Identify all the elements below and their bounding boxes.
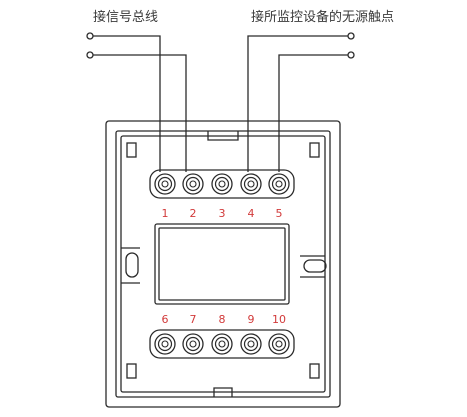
monitored-contact-label: 接所监控设备的无源触点 (251, 10, 395, 25)
terminal-number: 9 (248, 313, 255, 326)
mount-slot-right (303, 259, 327, 273)
terminal-number: 4 (248, 207, 255, 220)
terminal-screw-ring (185, 336, 201, 352)
terminal-screw-center (247, 180, 255, 188)
terminal-screw-center (189, 180, 197, 188)
housing-inner (115, 130, 331, 398)
housing-outer (105, 120, 341, 408)
terminal-screw-center (275, 180, 283, 188)
terminal-screw-ring (185, 176, 201, 192)
bus-wire-2 (93, 54, 187, 172)
terminal-screw-ring (157, 176, 173, 192)
terminal-screw-ring (243, 176, 259, 192)
top-notch (207, 131, 239, 141)
terminal-number: 3 (219, 207, 226, 220)
center-window-inner (158, 227, 286, 301)
terminal-screw-center (161, 180, 169, 188)
corner-tab (309, 142, 320, 158)
terminal-screw-ring (243, 336, 259, 352)
mount-slot-left (125, 252, 139, 278)
center-window (154, 223, 290, 305)
terminal-number: 7 (190, 313, 197, 326)
terminal-screw-ring (214, 176, 230, 192)
terminal-number: 1 (162, 207, 169, 220)
bus-line-label: 接信号总线 (93, 10, 159, 25)
contact-wire-1 (247, 35, 348, 172)
bus-wire-1 (93, 35, 161, 172)
terminal-screw-center (189, 340, 197, 348)
corner-tab (309, 363, 320, 379)
terminal-screw-ring (271, 336, 287, 352)
terminal-number: 10 (272, 313, 286, 326)
contact-wire-2 (278, 54, 348, 172)
terminal-number: 8 (219, 313, 226, 326)
terminal-screw-center (218, 180, 226, 188)
bus-terminal-circle (86, 32, 94, 40)
bus-terminal-circle (86, 51, 94, 59)
terminal-number: 5 (276, 207, 283, 220)
terminal-screw-ring (271, 176, 287, 192)
terminal-screw-center (275, 340, 283, 348)
corner-tab (126, 363, 137, 379)
bottom-notch (213, 387, 233, 397)
terminal-screw-ring (214, 336, 230, 352)
terminal-number: 6 (162, 313, 169, 326)
contact-terminal-circle (347, 32, 355, 40)
terminal-number: 2 (190, 207, 197, 220)
terminal-screw-center (218, 340, 226, 348)
terminal-screw-ring (157, 336, 173, 352)
corner-tab (126, 142, 137, 158)
top-terminal-strip (149, 169, 295, 199)
bottom-terminal-strip (149, 329, 295, 359)
terminal-screw-center (247, 340, 255, 348)
terminal-screw-center (161, 340, 169, 348)
contact-terminal-circle (347, 51, 355, 59)
